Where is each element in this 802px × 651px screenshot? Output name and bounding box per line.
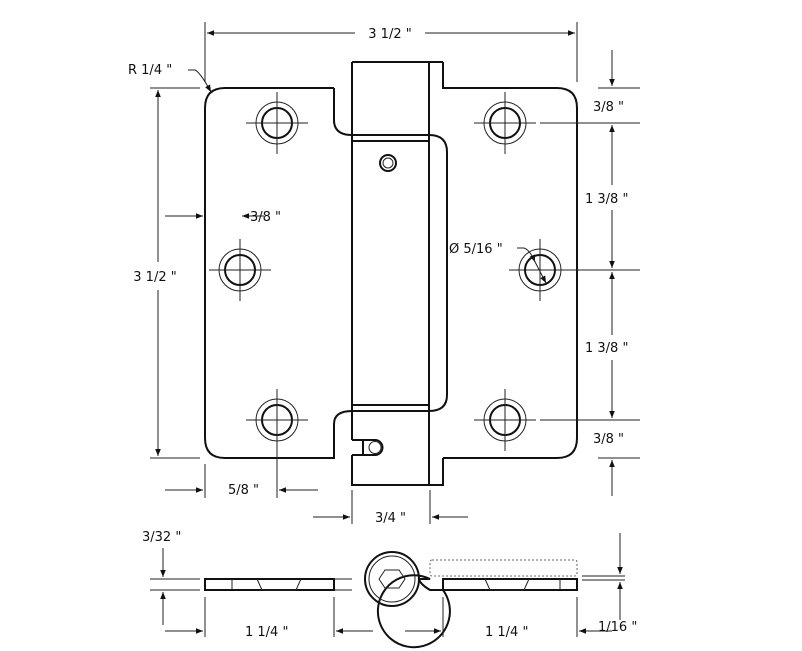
knuckle-barrel-inner	[368, 555, 416, 603]
hole-edge-offset-dimension: 5/8 "	[165, 442, 318, 498]
overall-height-label: 3 1/2 "	[133, 270, 176, 285]
knuckle-width-dimension: 3/4 "	[313, 490, 468, 526]
leaf-gap-dimension: 3/32 "	[142, 530, 200, 625]
overall-width-label: 3 1/2 "	[368, 27, 411, 42]
open-leaf-ghost	[429, 559, 578, 577]
screw-hole	[209, 239, 271, 301]
corner-radius-dimension: R 1/4 "	[128, 63, 212, 93]
knuckle-slot	[352, 439, 384, 456]
hole-edge-offset-label: 5/8 "	[228, 483, 259, 498]
left-leaf-outline	[204, 87, 353, 459]
hole-spacing-upper-label: 1 3/8 "	[585, 192, 628, 207]
knuckle-curl	[376, 574, 451, 649]
screw-hole	[474, 92, 536, 154]
right-leaf-edge	[442, 578, 578, 591]
front-view: 3 1/2 " R 1/4 " 3 1/2 " 3/8 " Ø 5/16 "	[128, 22, 640, 526]
knuckle-width-label: 3/4 "	[375, 511, 406, 526]
right-vertical-dimensions: 3/8 " 1 3/8 " 1 3/8 " 3/8 "	[540, 50, 640, 496]
hole-spacing-lower-label: 1 3/8 "	[585, 341, 628, 356]
leaf-width-dimensions: 1 1/4 " 1 1/4 "	[165, 597, 578, 640]
knuckle-outline	[351, 61, 448, 486]
knuckle-barrel	[364, 551, 420, 607]
leaf-gap-label: 3/32 "	[142, 530, 181, 545]
top-hole-offset-label: 3/8 "	[593, 100, 624, 115]
hex-socket-icon	[378, 569, 406, 589]
bottom-hole-offset-label: 3/8 "	[593, 432, 624, 447]
hole-inset-dimension: 3/8 "	[165, 210, 281, 225]
hole-inset-label: 3/8 "	[250, 210, 281, 225]
pin-hole	[379, 154, 397, 172]
leaf-width-right-label: 1 1/4 "	[485, 625, 528, 640]
screw-hole	[474, 389, 536, 451]
hole-diameter-label: Ø 5/16 "	[449, 242, 503, 257]
leaf-width-left-label: 1 1/4 "	[245, 625, 288, 640]
left-leaf-edge	[204, 578, 335, 591]
screw-holes	[209, 92, 571, 451]
side-view: 3/32 " 1 1/4 " 1 1/4 " 1/16 "	[142, 530, 637, 649]
overall-width-dimension: 3 1/2 "	[204, 22, 578, 82]
corner-radius-label: R 1/4 "	[128, 63, 172, 78]
hole-diameter-dimension: Ø 5/16 "	[449, 242, 547, 284]
screw-hole	[246, 389, 308, 451]
leaf-thickness-label: 1/16 "	[598, 620, 637, 635]
leaf-thickness-dimension: 1/16 "	[579, 533, 637, 635]
pin-hole-inner	[382, 157, 394, 169]
slot-pin-icon	[368, 441, 382, 454]
overall-height-dimension: 3 1/2 "	[133, 87, 200, 459]
right-leaf-outline	[442, 62, 578, 459]
screw-hole	[246, 92, 308, 154]
countersink-lines	[231, 578, 561, 591]
